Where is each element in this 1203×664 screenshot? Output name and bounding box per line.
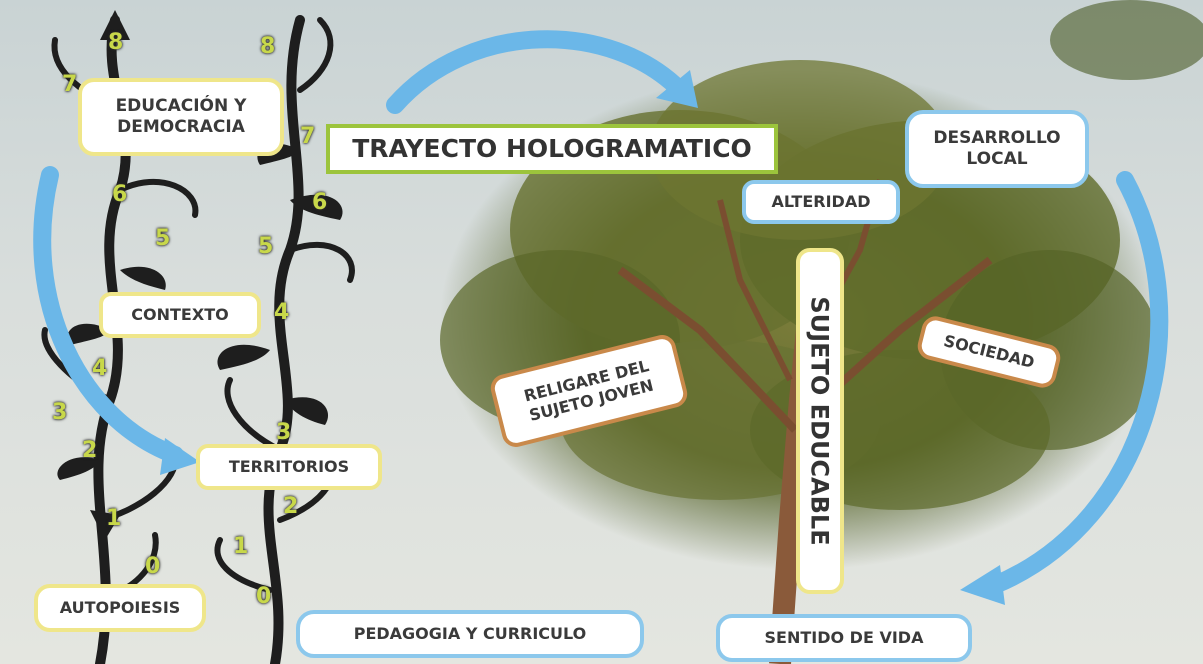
arrows <box>33 30 1169 594</box>
arrow-right <box>986 171 1169 594</box>
vine-left-number-2: 2 <box>82 438 98 463</box>
label-trayecto-holografico: TRAYECTO HOLOGRAMATICO <box>326 124 778 174</box>
arrow-top <box>386 30 689 114</box>
label-autopoiesis: AUTOPOIESIS <box>34 584 206 632</box>
label-sujeto-educable-box: SUJETO EDUCABLE <box>796 248 844 594</box>
vine-left-number-8: 8 <box>108 30 124 55</box>
vine-right-number-5: 5 <box>258 234 274 259</box>
label-desarrollo-local: DESARROLLO LOCAL <box>905 110 1089 188</box>
vine-right-number-2: 2 <box>283 494 299 519</box>
vine-right-number-3: 3 <box>276 420 292 445</box>
arrowhead-right <box>960 565 1005 605</box>
vine-left-number-0: 0 <box>145 554 161 579</box>
vine-right-number-8: 8 <box>260 34 276 59</box>
arrowhead-top <box>656 70 698 108</box>
vine-right-number-1: 1 <box>233 534 249 559</box>
label-pedagogia-curriculo: PEDAGOGIA Y CURRICULO <box>296 610 644 658</box>
vine-left-number-3: 3 <box>52 400 68 425</box>
arrow-left <box>33 166 184 464</box>
vine-left-number-7: 7 <box>62 72 78 97</box>
vine-right-number-0: 0 <box>256 584 272 609</box>
vine-left-number-5: 5 <box>155 226 171 251</box>
label-contexto: CONTEXTO <box>99 292 261 338</box>
vine-right-number-4: 4 <box>274 300 290 325</box>
arrowheads <box>160 70 1005 605</box>
vine-right <box>214 15 355 664</box>
vine-left-number-4: 4 <box>92 356 108 381</box>
vine-left-number-1: 1 <box>106 506 122 531</box>
label-educacion-democracia: EDUCACIÓN Y DEMOCRACIA <box>78 78 284 156</box>
vine-right-leaves <box>217 143 343 425</box>
label-sentido-de-vida: SENTIDO DE VIDA <box>716 614 972 662</box>
vine-left-number-6: 6 <box>112 182 128 207</box>
vine-right-number-7: 7 <box>300 124 316 149</box>
label-sujeto-educable: SUJETO EDUCABLE <box>806 296 835 546</box>
vine-right-number-6: 6 <box>312 190 328 215</box>
arrowhead-left <box>160 438 200 475</box>
label-territorios: TERRITORIOS <box>196 444 382 490</box>
label-alteridad: ALTERIDAD <box>742 180 900 224</box>
